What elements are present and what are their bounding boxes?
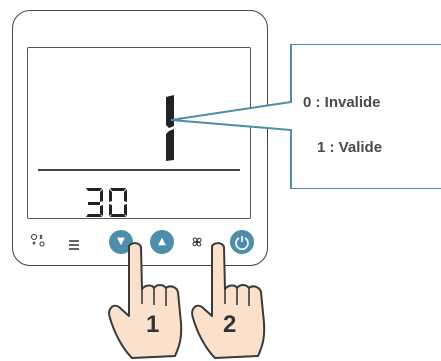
hand-pointer-2-icon	[191, 242, 266, 359]
screen-divider	[38, 169, 240, 171]
lcd-screen: 1 30	[27, 47, 251, 219]
mode-icon[interactable]	[30, 233, 46, 249]
main-digit-display	[86, 95, 174, 217]
step-1-label: 1	[146, 311, 160, 338]
menu-icon[interactable]	[67, 236, 81, 250]
down-arrow-icon: ▼	[117, 236, 125, 247]
power-button[interactable]	[230, 230, 254, 254]
up-arrow-icon: ▲	[158, 236, 166, 247]
callout-line-invalid: 0 : Invalide	[303, 94, 381, 111]
step-2-label: 2	[223, 311, 237, 338]
hand-pointer-1-icon	[108, 242, 183, 359]
fan-icon[interactable]	[189, 234, 205, 250]
power-icon	[235, 236, 249, 250]
thermostat-panel: 1 30 ▼ ▲	[12, 10, 268, 266]
sub-digit-display	[86, 188, 127, 217]
callout-line-valid: 1 : Valide	[317, 139, 383, 156]
up-button[interactable]: ▲	[150, 230, 174, 254]
